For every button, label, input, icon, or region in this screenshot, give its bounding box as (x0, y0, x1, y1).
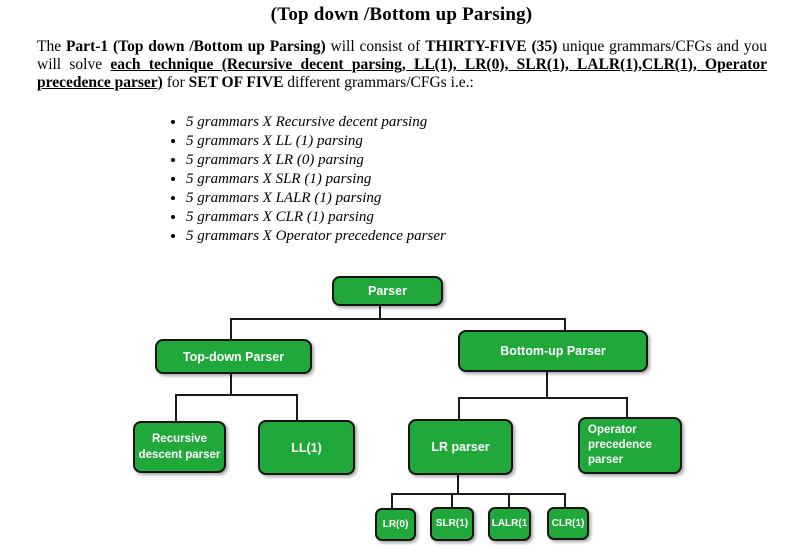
list-item: 5 grammars X LL (1) parsing (186, 132, 446, 151)
list-item: 5 grammars X LR (0) parsing (186, 151, 446, 170)
text-segment-bold: THIRTY-FIVE (35) (425, 38, 558, 55)
list-item: 5 grammars X Recursive decent parsing (186, 113, 446, 132)
node-slr1: SLR(1) (430, 507, 474, 541)
intro-paragraph: The Part-1 (Top down /Bottom up Parsing)… (37, 38, 767, 91)
node-lr-parser: LR parser (408, 419, 513, 475)
text-segment: will consist of (325, 38, 426, 55)
page-title: (Top down /Bottom up Parsing) (270, 4, 533, 25)
text-segment: The (37, 38, 66, 55)
node-recursive-descent-parser: Recursive descent parser (133, 421, 226, 473)
text-segment: unique grammars/CFGs and you will solve (37, 38, 767, 73)
node-top-down-parser: Top-down Parser (155, 339, 312, 374)
node-clr1: CLR(1) (547, 507, 589, 540)
node-lalr1: LALR(1 (488, 507, 531, 541)
list-item: 5 grammars X Operator precedence parser (186, 227, 446, 246)
node-lr0: LR(0) (375, 508, 416, 541)
text-segment-bold: SET OF FIVE (188, 73, 284, 91)
node-bottom-up-parser: Bottom-up Parser (458, 330, 648, 372)
text-segment: for (162, 73, 189, 91)
node-operator-precedence-parser: Operator precedence parser (578, 417, 682, 474)
text-segment: different grammars/CFGs i.e.: (283, 73, 474, 91)
node-parser: Parser (332, 276, 443, 306)
text-segment-bold-underline: each technique (Recursive decent parsing… (37, 55, 767, 91)
node-ll1: LL(1) (258, 420, 355, 475)
text-segment-bold: Part-1 (Top down /Bottom up Parsing) (65, 38, 326, 55)
list-item: 5 grammars X SLR (1) parsing (186, 170, 446, 189)
list-item: 5 grammars X CLR (1) parsing (186, 208, 446, 227)
list-item: 5 grammars X LALR (1) parsing (186, 189, 446, 208)
requirements-list: 5 grammars X Recursive decent parsing 5 … (167, 113, 446, 246)
